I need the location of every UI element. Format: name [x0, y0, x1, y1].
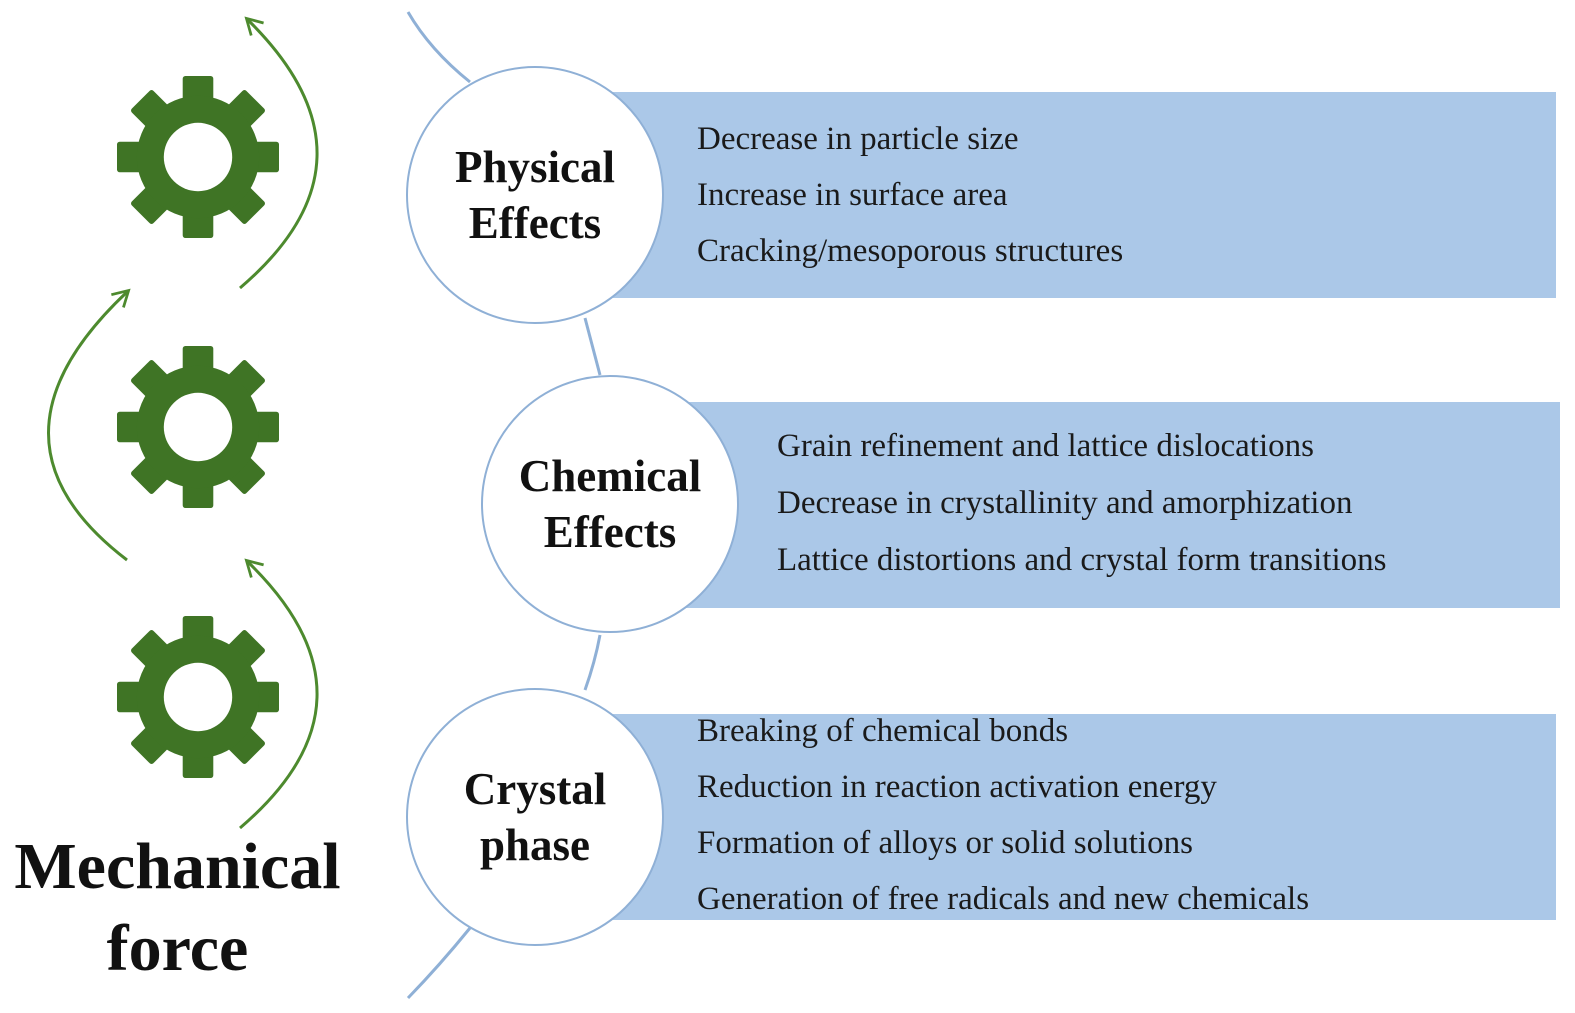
physical-effects-label: Physical Effects — [454, 142, 615, 248]
list-item: Formation of alloys or solid solutions — [697, 825, 1193, 861]
physical-effects-band — [560, 92, 1556, 298]
crystal-phase-circle: Crystal phase — [406, 688, 664, 946]
list-item: Decrease in crystallinity and amorphizat… — [777, 485, 1353, 521]
crystal-phase-label: Crystal phase — [463, 764, 607, 870]
diagram-title: Mechanical force — [14, 830, 341, 985]
physical-effects-circle: Physical Effects — [406, 66, 664, 324]
curved-arrow-icon — [47, 288, 131, 562]
list-item: Cracking/mesoporous structures — [697, 233, 1124, 269]
list-item: Lattice distortions and crystal form tra… — [777, 542, 1387, 578]
chemical-effects-band — [630, 402, 1560, 608]
list-item: Increase in surface area — [697, 177, 1008, 213]
physical-effects-list: Decrease in particle size Increase in su… — [697, 111, 1123, 279]
chemical-effects-label: Chemical Effects — [518, 451, 702, 557]
curved-arrow-icon — [239, 16, 319, 290]
list-item: Decrease in particle size — [697, 121, 1019, 157]
chemical-effects-circle: Chemical Effects — [481, 375, 739, 633]
list-item: Reduction in reaction activation energy — [697, 769, 1217, 805]
crystal-phase-band — [560, 714, 1556, 920]
list-item: Breaking of chemical bonds — [697, 713, 1069, 749]
list-item: Grain refinement and lattice dislocation… — [777, 428, 1314, 464]
crystal-phase-list: Breaking of chemical bonds Reduction in … — [697, 703, 1309, 927]
chemical-effects-list: Grain refinement and lattice dislocation… — [777, 418, 1386, 589]
curved-arrow-icon — [239, 558, 319, 830]
list-item: Generation of free radicals and new chem… — [697, 881, 1310, 917]
